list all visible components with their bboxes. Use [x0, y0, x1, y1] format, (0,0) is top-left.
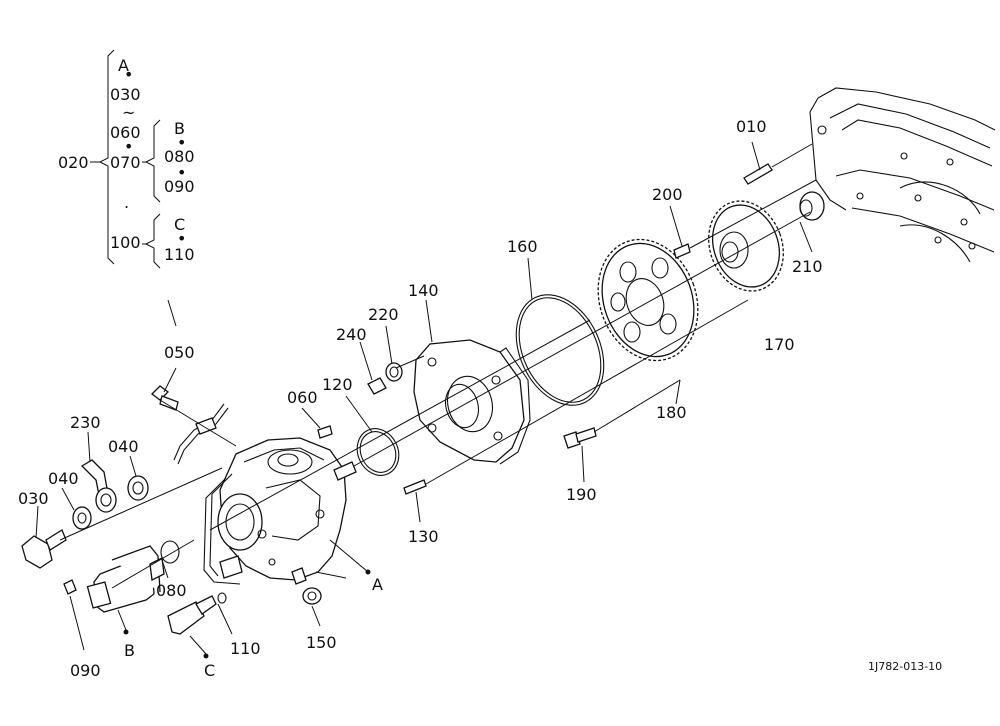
stud-130 — [403, 479, 427, 495]
banjo-fitting-230 — [80, 459, 117, 513]
sensor-c — [167, 595, 217, 635]
callout-060: 060 — [287, 388, 318, 407]
callout-220: 220 — [368, 305, 399, 324]
ref-dot-c — [203, 653, 209, 659]
key-060 — [317, 425, 333, 439]
callout-ref-a: A — [372, 575, 383, 594]
legend-tree: A • 030 ~ 060 • 070 020 . 100 B • 080 • … — [58, 49, 195, 269]
nut-150 — [302, 587, 322, 605]
pin-200 — [673, 243, 691, 259]
legend-090: 090 — [164, 177, 195, 196]
callout-160: 160 — [507, 237, 538, 256]
callout-240: 240 — [336, 325, 367, 344]
legend-030: 030 — [110, 85, 141, 104]
drive-gear-180 — [597, 238, 699, 362]
legend-dot: • — [124, 137, 133, 156]
callout-140: 140 — [408, 281, 439, 300]
oring-110 — [217, 592, 227, 604]
legend-gap-dot: . — [124, 193, 129, 212]
solenoid-valve — [86, 545, 165, 613]
legend-key-c: C — [174, 215, 185, 234]
ref-dot-b — [123, 629, 129, 635]
legend-tilde: ~ — [122, 103, 135, 122]
drawing-number: 1J782-013-10 — [868, 660, 942, 673]
plug-220 — [385, 362, 403, 382]
callout-210: 210 — [792, 257, 823, 276]
legend-dot: • — [124, 65, 133, 84]
legend-020: 020 — [58, 153, 89, 172]
washer-040a — [127, 475, 149, 501]
gear-170 — [708, 200, 784, 292]
engine-housing — [809, 87, 996, 263]
assembly-lines — [59, 179, 817, 589]
oring-080 — [160, 540, 180, 564]
ref-dot-a — [365, 569, 371, 575]
legend-key-b: B — [174, 119, 185, 138]
callout-180: 180 — [656, 403, 687, 422]
fuel-pipe — [173, 403, 229, 465]
callout-110: 110 — [230, 639, 261, 658]
callout-050: 050 — [164, 343, 195, 362]
flange-plate-140 — [413, 339, 531, 465]
callout-ref-b: B — [124, 641, 135, 660]
callout-190: 190 — [566, 485, 597, 504]
callout-090: 090 — [70, 661, 101, 680]
injection-pump — [203, 437, 357, 585]
legend-dot: • — [177, 163, 186, 182]
legend-070: 070 — [110, 153, 141, 172]
callout-150: 150 — [306, 633, 337, 652]
legend-100: 100 — [110, 233, 141, 252]
callout-120: 120 — [322, 375, 353, 394]
callout-ref-c: C — [204, 661, 215, 680]
legend-080: 080 — [164, 147, 195, 166]
legend-dot: • — [177, 229, 186, 248]
callout-labels: 010 200 160 140 220 240 050 120 060 230 … — [18, 117, 823, 680]
leader-lines — [35, 141, 813, 655]
legend-110: 110 — [164, 245, 195, 264]
callout-200: 200 — [652, 185, 683, 204]
plug-240 — [367, 377, 387, 395]
oring-120 — [356, 428, 400, 476]
bolt-190 — [563, 427, 597, 449]
callout-080: 080 — [156, 581, 187, 600]
callout-170: 170 — [764, 335, 795, 354]
legend-dot: • — [177, 133, 186, 152]
callout-010: 010 — [736, 117, 767, 136]
callout-040a: 040 — [108, 437, 139, 456]
nut-210 — [799, 191, 825, 221]
washer-040b — [72, 506, 92, 530]
callout-230: 230 — [70, 413, 101, 432]
bolt-090 — [63, 579, 77, 595]
callout-130: 130 — [408, 527, 439, 546]
callout-040b: 040 — [48, 469, 79, 488]
bolt-030 — [21, 529, 67, 569]
oring-160 — [515, 294, 605, 406]
legend-060: 060 — [110, 123, 141, 142]
legend-key-a: A — [118, 56, 129, 75]
callout-030: 030 — [18, 489, 49, 508]
